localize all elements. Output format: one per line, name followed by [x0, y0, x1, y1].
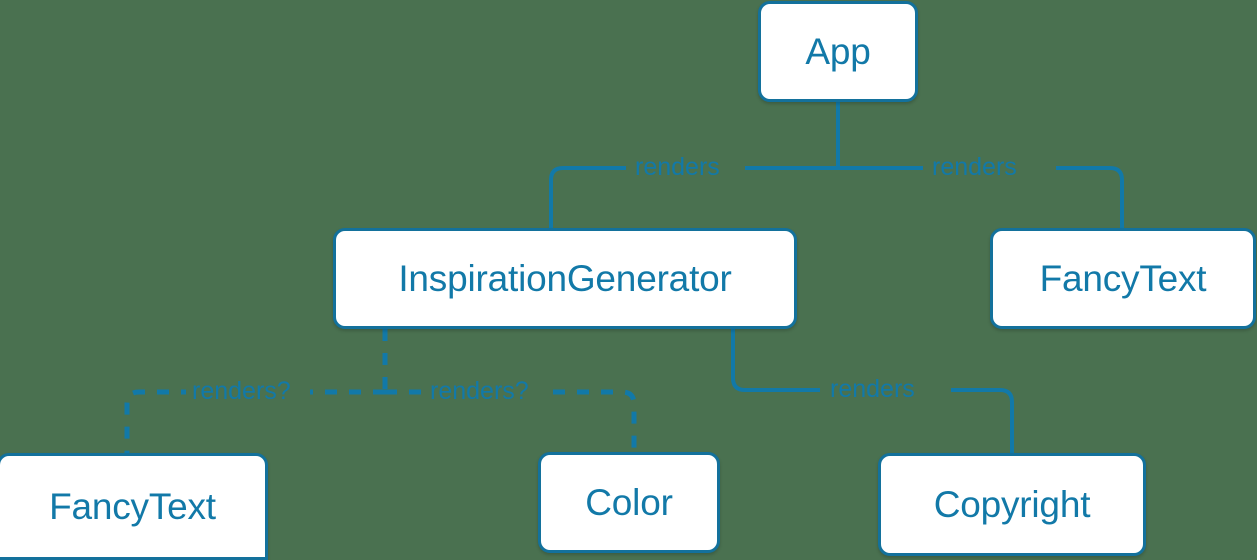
node-copyright[interactable]: Copyright	[878, 453, 1146, 556]
node-fancytext-right[interactable]: FancyText	[990, 228, 1256, 329]
node-fancytext-right-label: FancyText	[1039, 258, 1207, 299]
node-color-label: Color	[585, 482, 673, 523]
node-fancytext-bottom[interactable]: FancyText	[0, 453, 268, 560]
edge-inspirationgenerator-to-fancytext-bottom	[124, 389, 385, 453]
edge-label-renders-q-color: renders?	[430, 377, 529, 405]
node-app[interactable]: App	[758, 1, 918, 102]
node-copyright-label: Copyright	[933, 484, 1091, 525]
label-mask-renders-q-right	[424, 376, 548, 406]
edge-label-renders-inspirationgenerator: renders	[635, 153, 720, 181]
node-inspirationgenerator-label: InspirationGenerator	[398, 258, 732, 299]
edge-app-to-inspirationgenerator-h2	[549, 166, 626, 228]
node-inspirationgenerator[interactable]: InspirationGenerator	[333, 228, 797, 329]
edge-inspirationgenerator-to-copyright-a	[731, 329, 820, 392]
edge-label-renders-fancytext: renders	[932, 153, 1017, 181]
edge-inspirationgenerator-to-color	[385, 389, 637, 452]
node-fancytext-bottom-label: FancyText	[49, 486, 216, 527]
edge-label-renders-q-fancytext-bottom: renders?	[192, 377, 291, 405]
label-mask-renders-q-left	[186, 376, 310, 406]
edge-app-to-fancytext-h2	[1056, 166, 1124, 228]
edge-label-renders-copyright: renders	[830, 375, 915, 403]
node-color[interactable]: Color	[538, 452, 720, 553]
edge-inspirationgenerator-to-copyright-b	[951, 388, 1014, 453]
node-app-label: App	[805, 31, 871, 72]
